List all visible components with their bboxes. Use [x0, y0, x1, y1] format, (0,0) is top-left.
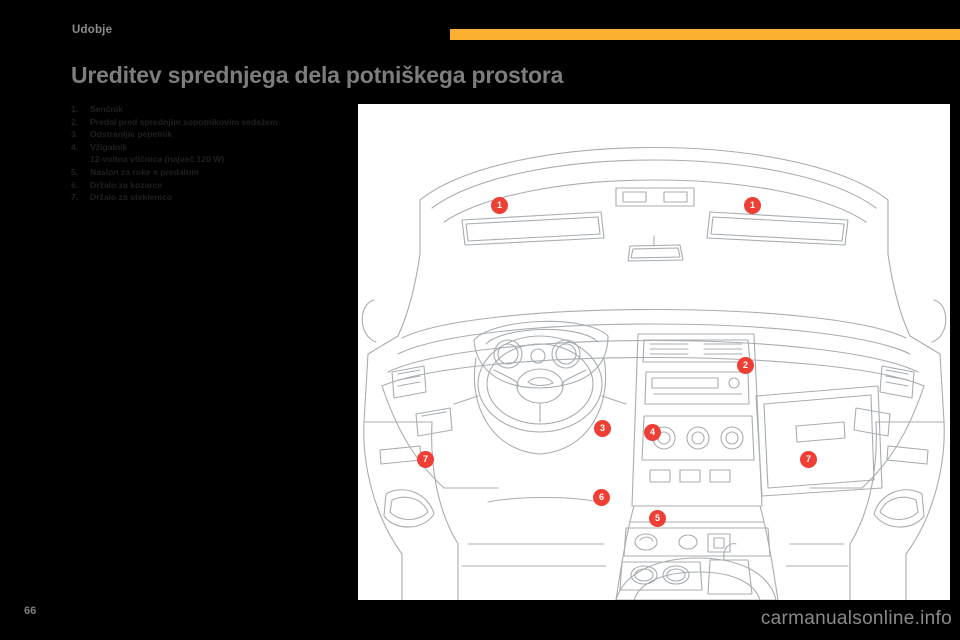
watermark: carmanualsonline.info: [760, 608, 952, 629]
list-item: 1. Senčnik: [71, 104, 321, 116]
header-accent-bar: [450, 29, 960, 40]
legend-list: 1. Senčnik 2. Predal pred sprednjim sopo…: [71, 104, 321, 205]
legend-number: 1.: [71, 104, 79, 114]
section-label: Udobje: [72, 24, 113, 36]
legend-number: 2.: [71, 116, 79, 127]
page-title: Ureditev sprednjega dela potniškega pros…: [71, 62, 564, 88]
legend-number: 5.: [71, 166, 79, 177]
callout-7-right[interactable]: 7: [800, 451, 817, 468]
callout-4[interactable]: 4: [644, 424, 661, 441]
list-item: 5. Naslon za roke s predalom: [71, 167, 321, 179]
callout-1-left[interactable]: 1: [491, 197, 508, 214]
callout-2[interactable]: 2: [737, 357, 754, 374]
list-item: 4. Vžigalnik: [71, 142, 321, 154]
legend-number: 3.: [71, 129, 79, 140]
callout-1-right[interactable]: 1: [744, 197, 761, 214]
legend-number: 7.: [71, 192, 79, 203]
list-item: 7. Držalo za steklenico: [71, 192, 321, 204]
legend-label: Odstranljiv pepelnik: [90, 129, 173, 140]
callout-5[interactable]: 5: [649, 510, 666, 527]
callout-7-left[interactable]: 7: [417, 451, 434, 468]
legend-sublabel: 12-voltna vtičnica (največ 120 W): [90, 154, 225, 165]
legend-number: 6.: [71, 179, 79, 190]
legend-label: Vžigalnik: [90, 141, 128, 152]
legend-label: Senčnik: [90, 104, 123, 114]
callout-6[interactable]: 6: [593, 489, 610, 506]
legend-label: Predal pred sprednjim sopotnikovim sedež…: [90, 116, 278, 127]
legend-number: 4.: [71, 141, 79, 152]
page-number: 66: [24, 605, 37, 617]
callout-3[interactable]: 3: [594, 420, 611, 437]
interior-line-drawing: [361, 147, 947, 600]
legend-label: Naslon za roke s predalom: [90, 166, 199, 177]
list-item: 2. Predal pred sprednjim sopotnikovim se…: [71, 117, 321, 129]
legend-label: Držalo za steklenico: [90, 192, 173, 203]
list-item: 3. Odstranljiv pepelnik: [71, 129, 321, 141]
list-item: 6. Držalo za kozarce: [71, 180, 321, 192]
legend-label: Držalo za kozarce: [90, 179, 163, 190]
